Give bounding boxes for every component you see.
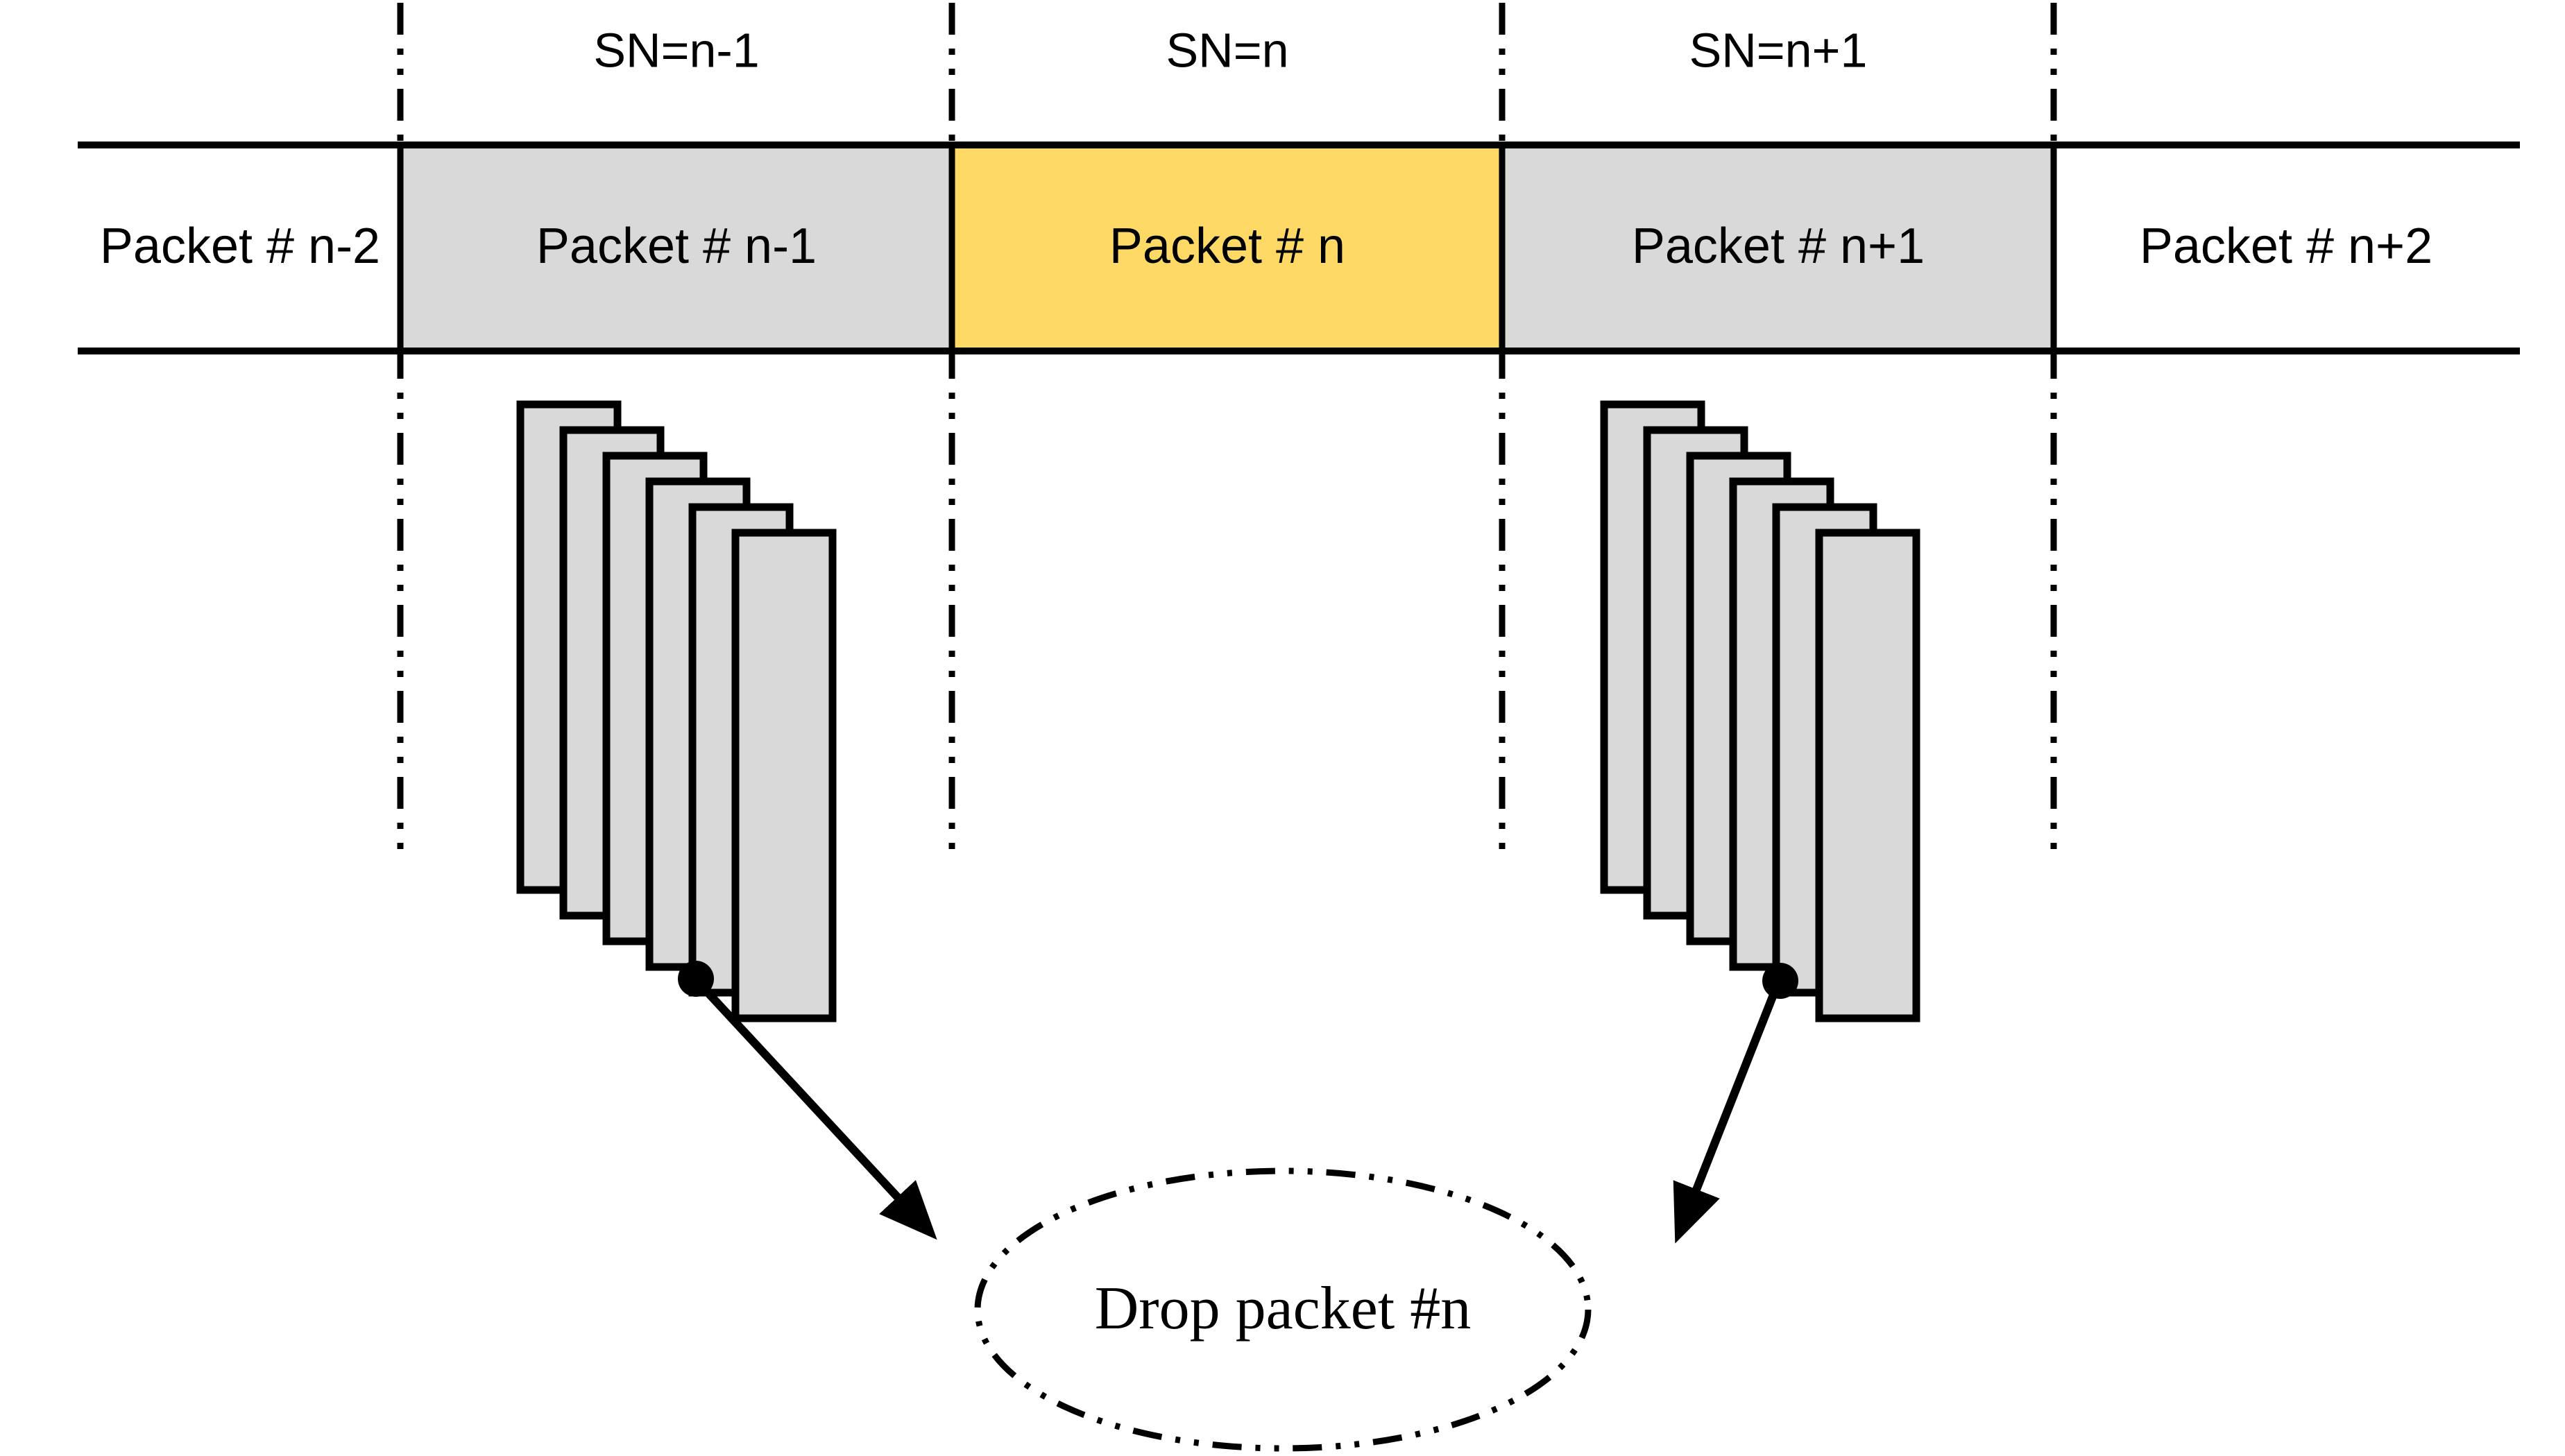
drop-packet-label: Drop packet #n: [1095, 1275, 1471, 1342]
arrow-left-to-drop: [678, 961, 937, 1240]
arrow-left-origin-dot: [678, 961, 714, 997]
sn-label-n-plus-1: SN=n+1: [1689, 23, 1868, 77]
packet-card: [1815, 529, 1920, 1022]
packet-band: [400, 147, 2054, 350]
packet-segment-n-minus-1-fill: [400, 147, 952, 350]
packet-band-labels: Packet # n-2 Packet # n-1 Packet # n Pac…: [100, 219, 2432, 274]
packet-label-n-plus-2: Packet # n+2: [2140, 219, 2432, 274]
arrow-right-shaft: [1673, 986, 1780, 1244]
band-rails: [78, 142, 2520, 354]
drop-packet-callout: Drop packet #n: [974, 1167, 1592, 1452]
band-internal-dividers: [397, 144, 2057, 352]
packet-stack-left: [516, 400, 837, 1022]
packet-stack-right: [1600, 400, 1920, 1022]
column-boundaries: [397, 3, 2057, 860]
packet-segment-n-fill: [952, 147, 1502, 350]
packet-label-n-minus-1: Packet # n-1: [536, 219, 817, 274]
packet-segment-n-plus-1-fill: [1502, 147, 2054, 350]
sn-labels: SN=n-1 SN=n SN=n+1: [593, 23, 1867, 77]
sn-label-n-minus-1: SN=n-1: [593, 23, 759, 77]
arrow-right-origin-dot: [1762, 963, 1798, 999]
packet-label-n-minus-2: Packet # n-2: [100, 219, 380, 274]
packet-card: [731, 529, 837, 1022]
arrow-left-shaft: [697, 982, 937, 1240]
sn-label-n: SN=n: [1166, 23, 1288, 77]
packet-label-n: Packet # n: [1109, 219, 1345, 274]
packet-label-n-plus-1: Packet # n+1: [1632, 219, 1925, 274]
drop-ellipse: [974, 1167, 1592, 1452]
arrow-right-to-drop: [1673, 963, 1798, 1244]
